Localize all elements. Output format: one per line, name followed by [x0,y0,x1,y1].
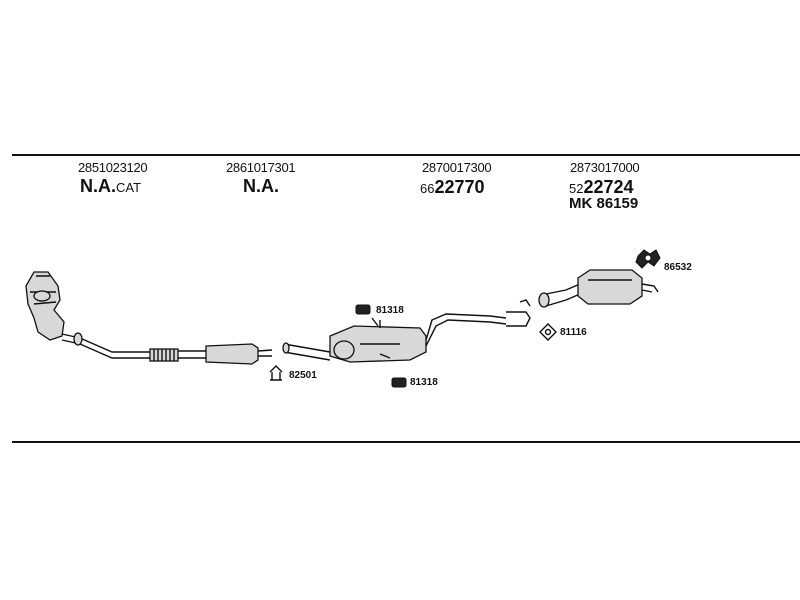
part-number-rear-silencer: 2873017000 [570,160,640,175]
callout-gasket: 81116 [560,327,587,338]
callout-rubber-mount: 86532 [664,262,692,273]
gasket-81116 [539,323,557,341]
code-rear-silencer-main: 22724 [583,177,634,197]
hanger-81318-bottom [391,377,407,388]
mounting-kit-code: MK 86159 [569,195,639,212]
clamp-82501 [269,365,283,381]
label-front-pipe: N.A. [243,176,279,196]
flex-joint [149,348,179,362]
front-resonator [205,343,259,365]
callout-hanger-top: 81318 [376,305,404,316]
label-front-catalyst-suffix: CAT [116,180,142,195]
code-middle-silencer-main: 22770 [434,177,485,197]
hanger-81318-top [355,304,381,328]
front-pipe [61,332,273,365]
bottom-divider-line [12,441,800,443]
label-front-catalyst: N.A.CAT [80,176,141,197]
code-middle-silencer: 6622770 [420,177,485,198]
code-middle-silencer-prefix: 66 [420,181,435,196]
callout-clamp: 82501 [289,370,317,381]
rubber-mount-86532 [635,249,661,269]
catalytic-converter [25,271,65,341]
rear-silencer [538,269,659,308]
callout-hanger-bottom: 81318 [410,377,438,388]
top-divider-line [12,154,800,156]
middle-silencer [282,325,427,363]
rear-connecting-pipe [425,299,531,347]
part-number-front-pipe: 2861017301 [226,160,296,175]
part-number-middle-silencer: 2870017300 [422,160,492,175]
part-number-front-catalyst: 2851023120 [78,160,148,175]
label-front-catalyst-main: N.A. [80,176,116,196]
code-rear-silencer-prefix: 52 [569,181,584,196]
code-rear-silencer: 5222724 [569,177,634,198]
